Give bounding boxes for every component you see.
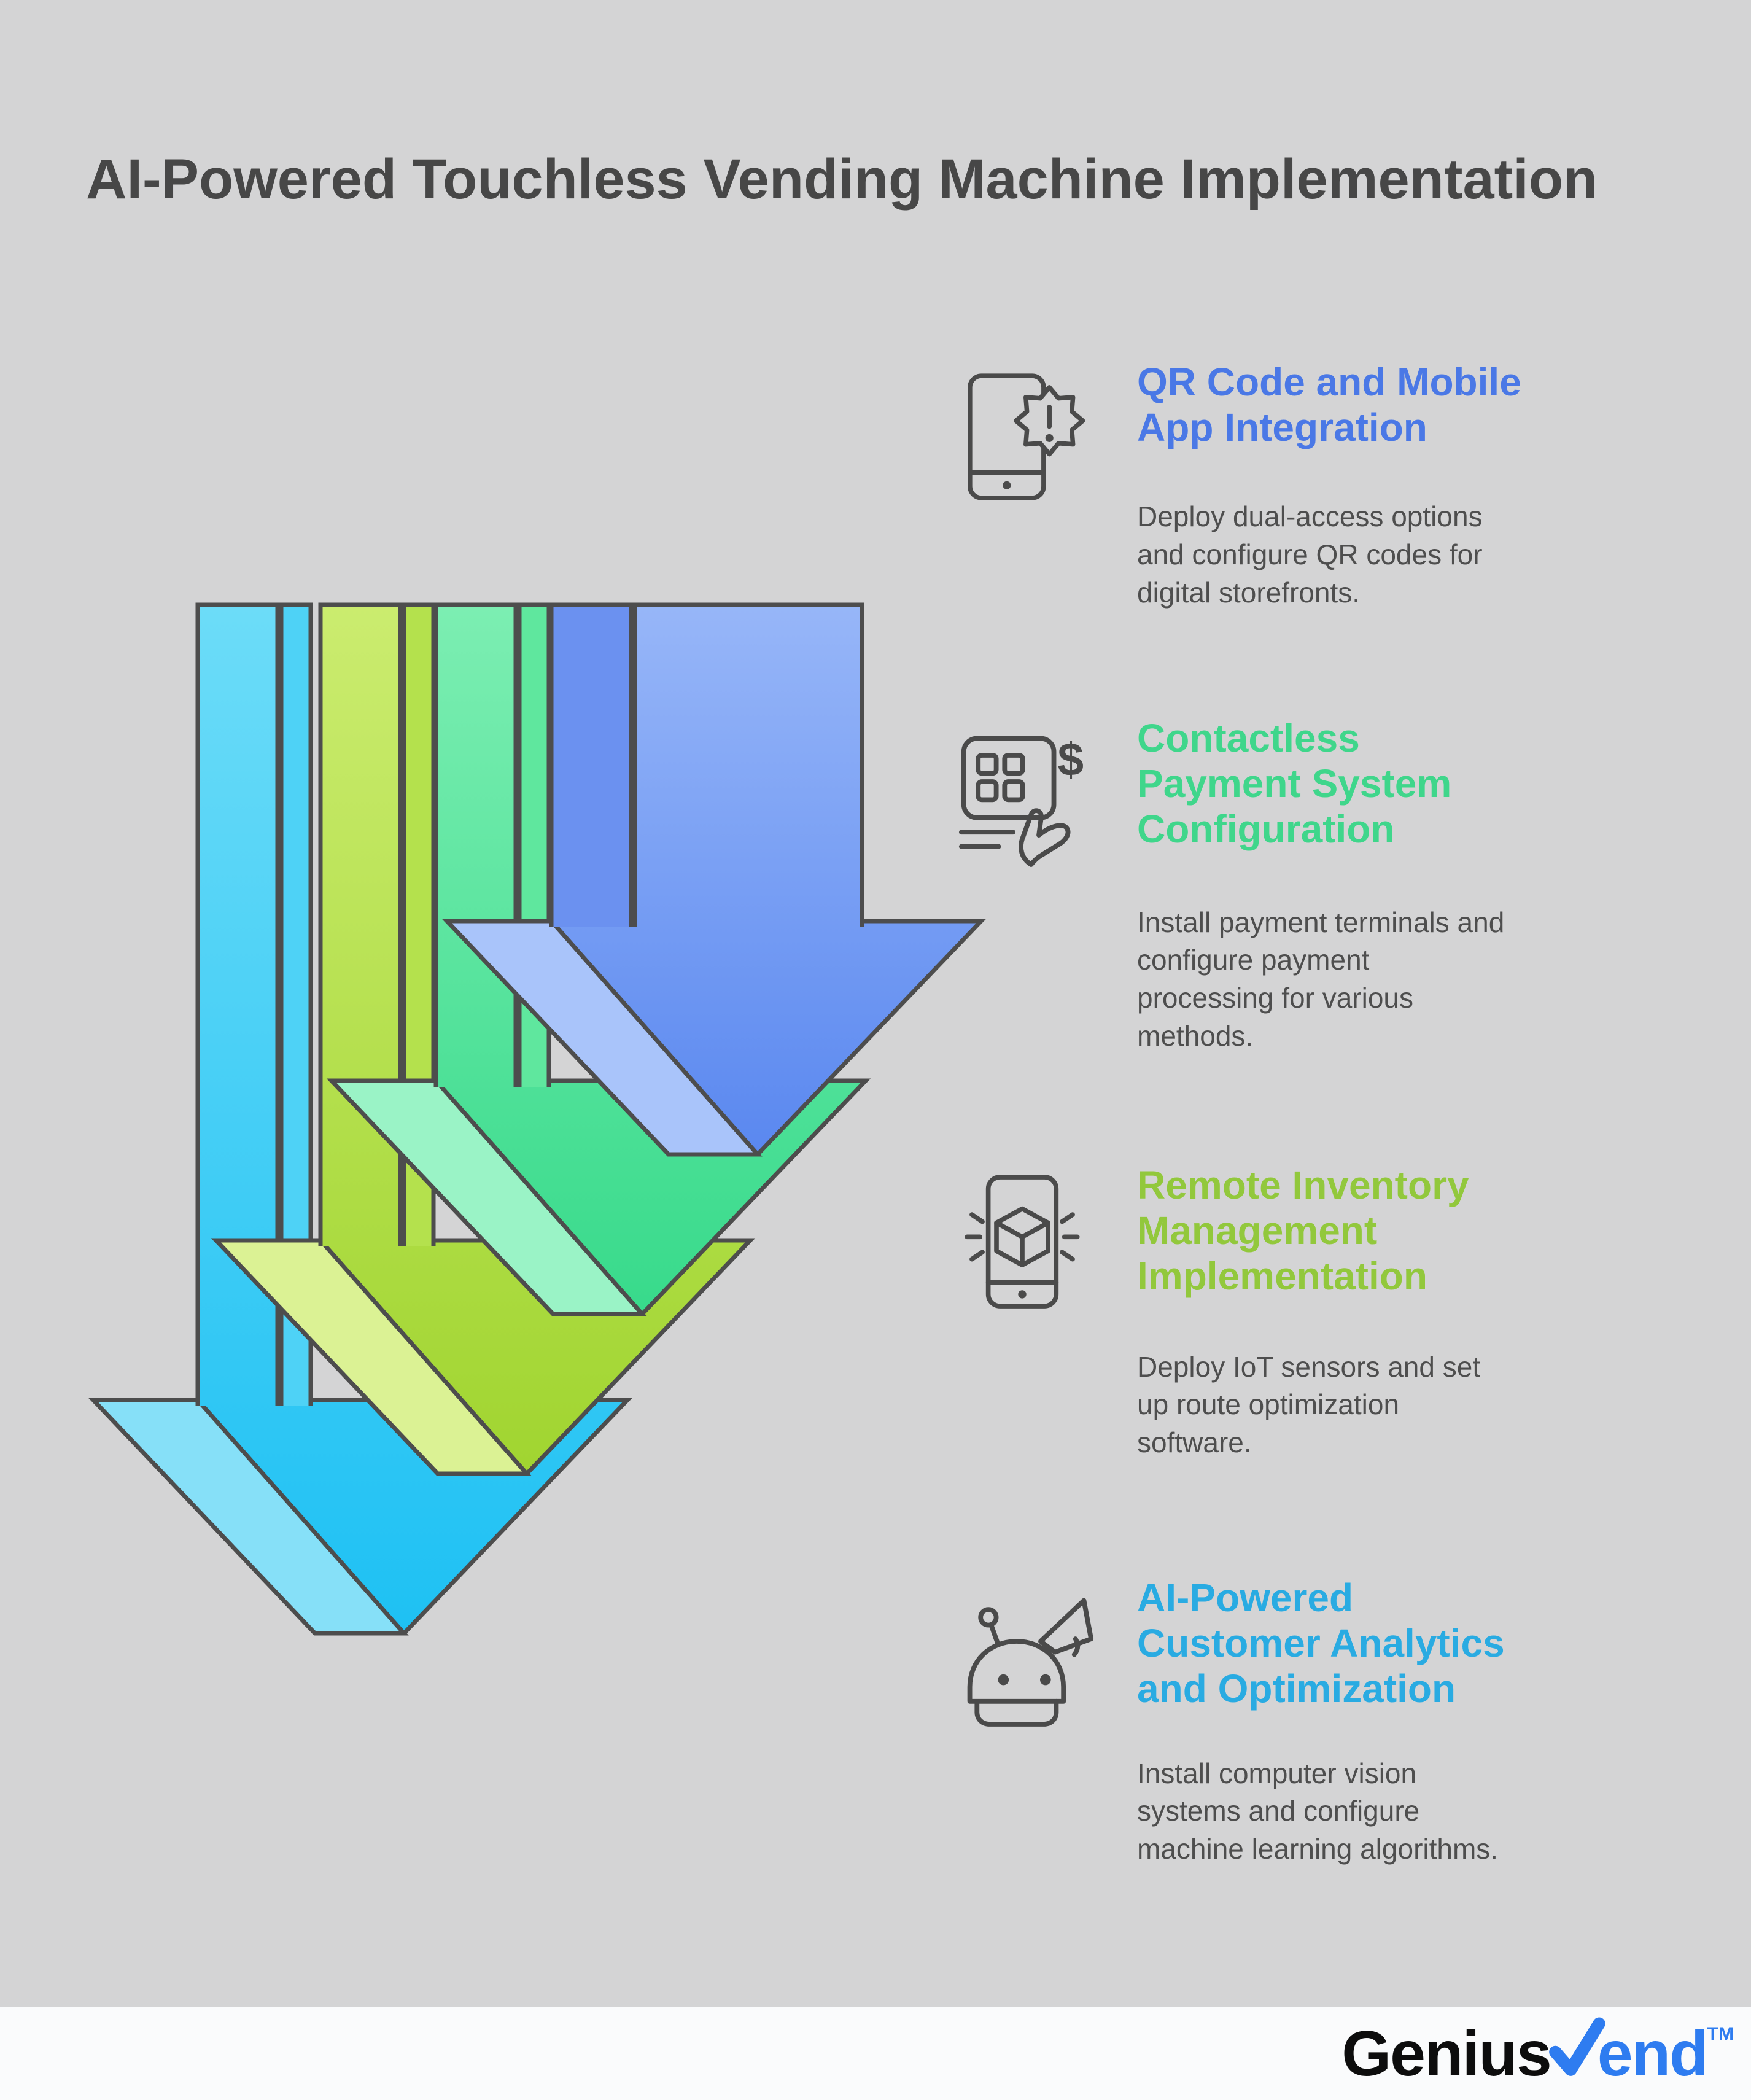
payment-terminal-icon: $ (958, 724, 1096, 871)
svg-text:$: $ (1058, 734, 1084, 786)
logo-text-end: end (1597, 2018, 1709, 2090)
geniusvend-logo: Genius endTM (1341, 2016, 1734, 2097)
inventory-phone-icon (958, 1171, 1087, 1315)
arrow-step2-green (326, 602, 871, 1316)
robot-megaphone-icon (958, 1584, 1096, 1731)
step-description: Install payment terminals and configure … (1137, 906, 1505, 1052)
step-description: Deploy IoT sensors and set up route opti… (1137, 1350, 1481, 1458)
step-heading: Contactless Payment System Configuration (1137, 716, 1452, 852)
logo-text-genius: Genius (1341, 2018, 1552, 2090)
step-heading: Remote Inventory Management Implementati… (1137, 1163, 1469, 1299)
step-heading: AI-Powered Customer Analytics and Optimi… (1137, 1576, 1505, 1711)
step-description: Deploy dual-access options and configure… (1137, 500, 1483, 609)
arrow-step3-lime (211, 602, 756, 1476)
footer-strip: Genius endTM (0, 2007, 1751, 2100)
arrow-step1-blue (441, 602, 987, 1157)
step-heading: QR Code and Mobile App Integration (1137, 360, 1521, 450)
logo-tm: TM (1707, 2024, 1734, 2044)
arrow-step4-cyan (88, 602, 633, 1636)
step-description: Install computer vision systems and conf… (1137, 1757, 1499, 1865)
page-title: AI-Powered Touchless Vending Machine Imp… (86, 148, 1598, 211)
logo-checkmark-icon (1546, 2016, 1607, 2097)
phone-alert-icon (958, 368, 1090, 509)
